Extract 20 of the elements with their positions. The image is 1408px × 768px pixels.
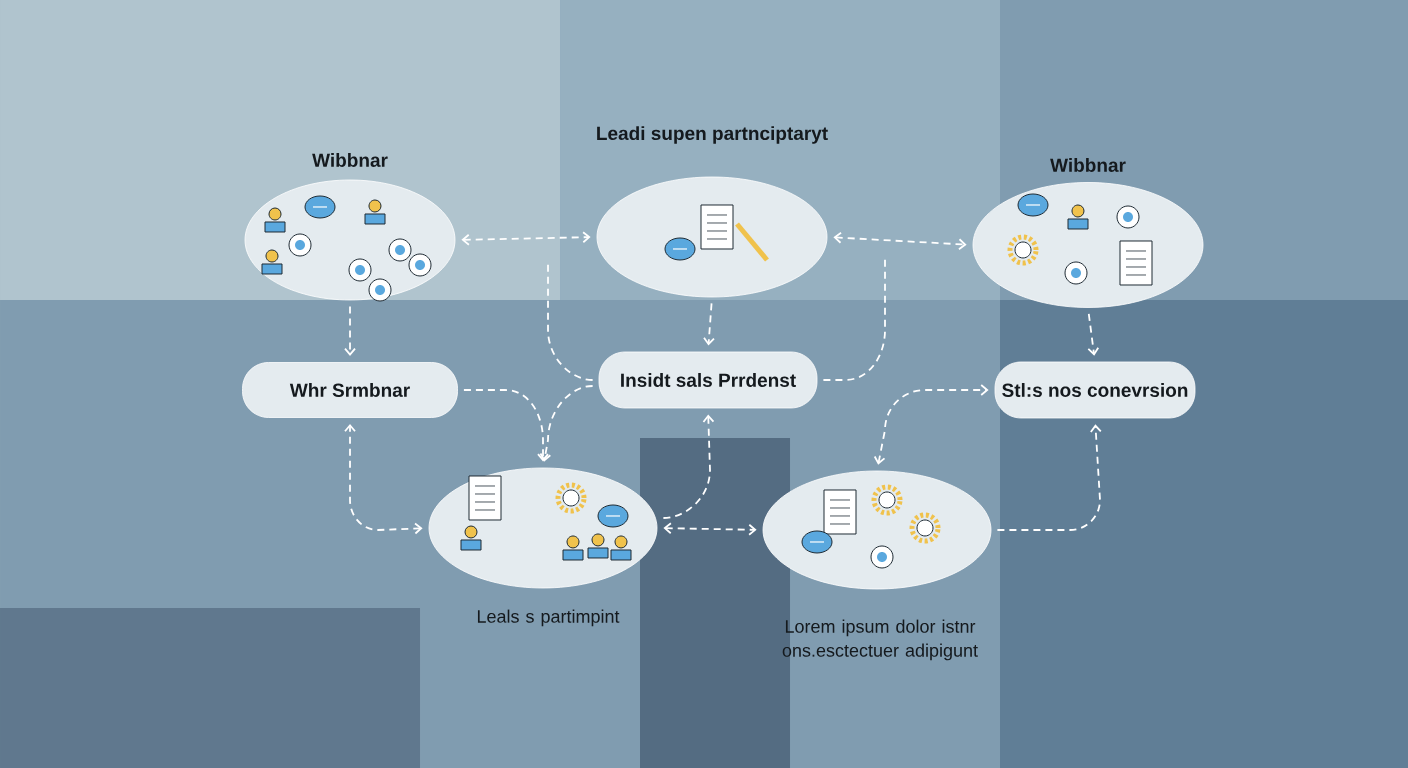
heading: Wibbnar [1050,158,1126,172]
dashed-arrow [663,522,757,536]
process-pill: Insidt sals Prrdenst [598,351,818,409]
node-label: Lorem ipsum dolor istnr ons.esctectuer adipigunt [782,619,978,661]
heading: Leadi supen partnciptaryt [597,126,828,144]
dashed-arrow [873,384,989,465]
dashed-arrow [463,389,549,462]
process-pill: Whr Srmbnar [242,362,458,418]
process-pill: Stl:s nos conevrsion [994,361,1196,419]
dashed-arrow [703,302,715,346]
node-label: Leals s partimpint [477,609,620,627]
dashed-arrow [344,305,356,357]
dashed-arrow [996,424,1102,531]
heading: Wibbnar [312,153,388,167]
dashed-arrow [344,423,423,535]
dashed-arrow [1087,312,1100,356]
dashed-arrow [662,414,715,519]
dashed-arrow [539,385,594,462]
dashed-arrow [461,231,591,246]
dashed-arrow [833,231,967,251]
